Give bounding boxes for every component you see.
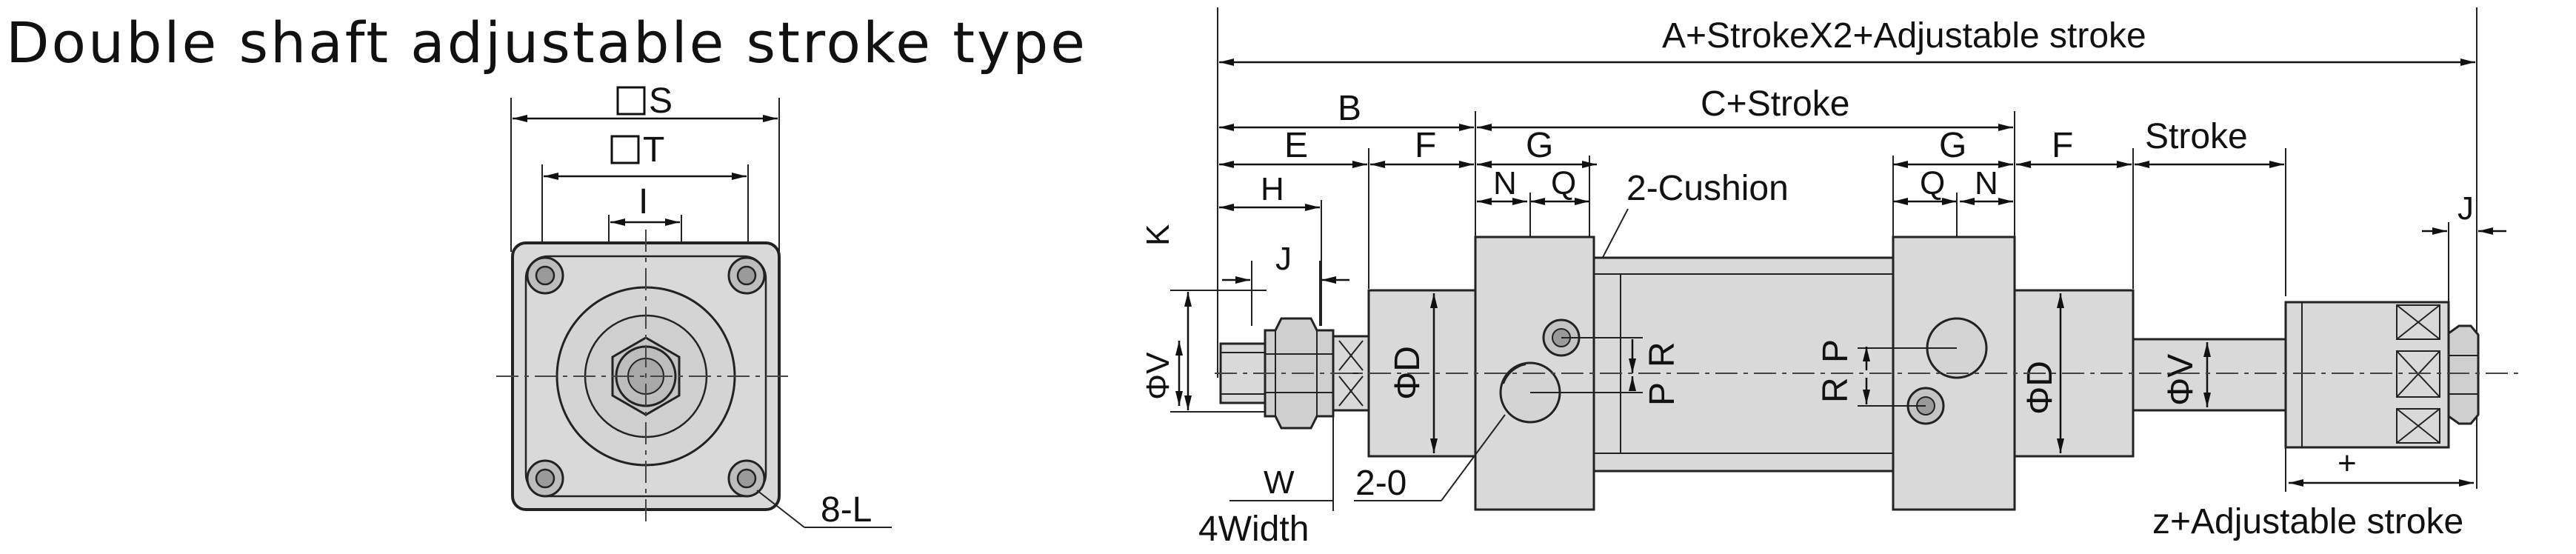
label-p-right: P: [1816, 339, 1855, 363]
square-symbol-t: [610, 135, 640, 164]
label-8-l: 8-L: [821, 490, 872, 530]
label-f-left: F: [1415, 126, 1436, 165]
label-total-length: A+StrokeX2+Adjustable stroke: [1662, 16, 2146, 56]
label-e: E: [1284, 126, 1308, 165]
corner-bolt: [727, 459, 766, 498]
label-phi-v-left: ΦV: [1140, 352, 1176, 400]
end-stopper-nut: [2447, 324, 2480, 425]
label-p-left: P: [1643, 382, 1682, 406]
side-view: A+StrokeX2+Adjustable stroke B C+Stroke …: [1140, 7, 2518, 549]
label-f-right: F: [2052, 126, 2073, 165]
label-cushion: 2-Cushion: [1626, 169, 1789, 208]
label-z-adjust: z+Adjustable stroke: [2152, 502, 2463, 541]
corner-bolt: [727, 256, 766, 295]
label-n-right: N: [1975, 165, 1998, 201]
label-r-right: R: [1816, 377, 1855, 403]
label-2-0: 2-0: [1355, 464, 1407, 503]
label-n-left: N: [1493, 165, 1517, 201]
label-s: S: [649, 81, 673, 121]
label-q-right: Q: [1920, 165, 1945, 201]
label-4-width: 4Width: [1198, 510, 1309, 549]
drawing-title: Double shaft adjustable stroke type: [6, 10, 1087, 76]
label-q-left: Q: [1551, 165, 1576, 201]
label-stroke: Stroke: [2145, 117, 2248, 156]
corner-bolt: [526, 256, 564, 295]
label-c-stroke: C+Stroke: [1701, 84, 1849, 124]
label-r-left: R: [1643, 341, 1682, 367]
label-w: W: [1264, 464, 1295, 501]
square-symbol-s: [616, 86, 646, 116]
right-piston-rod: [2132, 338, 2287, 412]
label-g-right: G: [1939, 126, 1966, 165]
label-phi-v-right: ΦV: [2161, 354, 2200, 406]
cylinder-barrel: [1592, 256, 1895, 473]
label-g-left: G: [1526, 126, 1553, 165]
corner-bolt: [526, 459, 564, 498]
label-h: H: [1261, 171, 1284, 207]
label-plus: +: [2338, 445, 2357, 481]
label-phi-d-right: ΦD: [2021, 361, 2060, 415]
label-j-left: J: [1275, 241, 1292, 277]
label-b: B: [1338, 89, 1361, 128]
front-view: S T I 8-L: [496, 81, 892, 530]
label-i: I: [638, 182, 648, 221]
label-t: T: [643, 130, 664, 170]
label-j-right: J: [2457, 190, 2474, 227]
label-k: K: [1140, 224, 1176, 246]
stroke-adjust-sleeve: [2284, 301, 2450, 449]
